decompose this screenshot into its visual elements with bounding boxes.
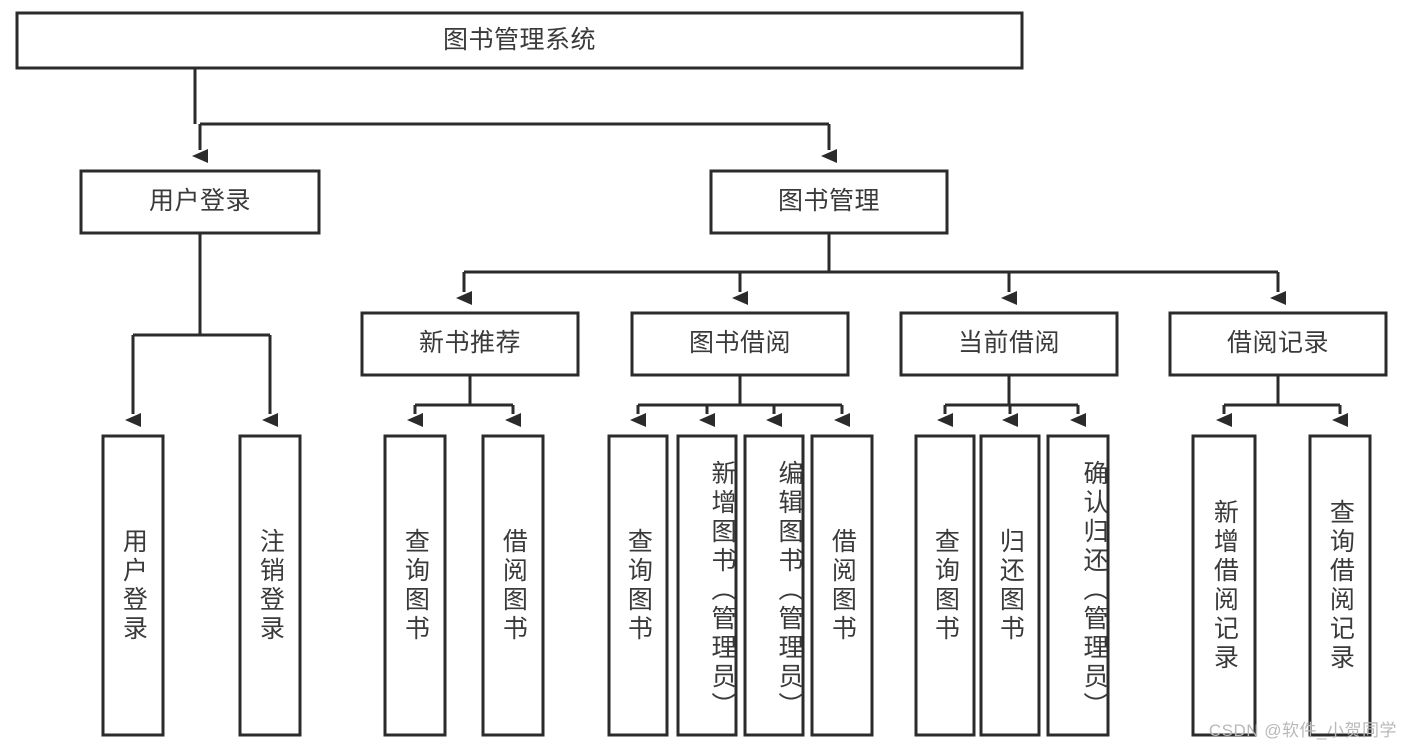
node-box-borrow-record[interactable] <box>1168 311 1388 377</box>
node-box-leaf-logout[interactable] <box>238 434 302 737</box>
node-box-book-management[interactable] <box>709 169 949 235</box>
connector-group-book-borrow <box>630 375 850 427</box>
node-box-current-borrow[interactable] <box>899 311 1119 377</box>
node-box-leaf-user-login[interactable] <box>101 434 165 737</box>
node-box-root[interactable] <box>15 11 1024 70</box>
node-box-leaf-query-book-borrow[interactable] <box>607 434 669 737</box>
node-box-leaf-borrow-book-recommend[interactable] <box>481 434 545 737</box>
node-box-leaf-query-book-recommend[interactable] <box>383 434 447 737</box>
connector-group-new-book-recommend <box>407 375 521 427</box>
node-box-leaf-return-book[interactable] <box>979 434 1041 737</box>
node-box-leaf-borrow-book[interactable] <box>810 434 874 737</box>
node-box-leaf-query-book-current[interactable] <box>914 434 976 737</box>
connector-group-current-borrow <box>937 375 1086 427</box>
node-box-leaf-query-borrow-record[interactable] <box>1308 434 1372 737</box>
connector-group-borrow-record <box>1216 375 1348 427</box>
csdn-watermark: CSDN @软件_小贺同学 <box>1208 721 1397 740</box>
node-box-leaf-add-borrow-record[interactable] <box>1191 434 1257 737</box>
node-box-book-borrow[interactable] <box>630 311 850 377</box>
node-box-leaf-confirm-return-admin[interactable] <box>1046 434 1110 737</box>
node-box-user-login[interactable] <box>79 169 321 235</box>
node-box-new-book-recommend[interactable] <box>360 311 580 377</box>
connector-group-root <box>192 68 837 163</box>
connector-group-book-management <box>456 233 1286 305</box>
connector-group-user-login <box>125 233 278 427</box>
node-box-leaf-edit-book-admin[interactable] <box>743 434 805 737</box>
node-box-leaf-add-book-admin[interactable] <box>676 434 738 737</box>
